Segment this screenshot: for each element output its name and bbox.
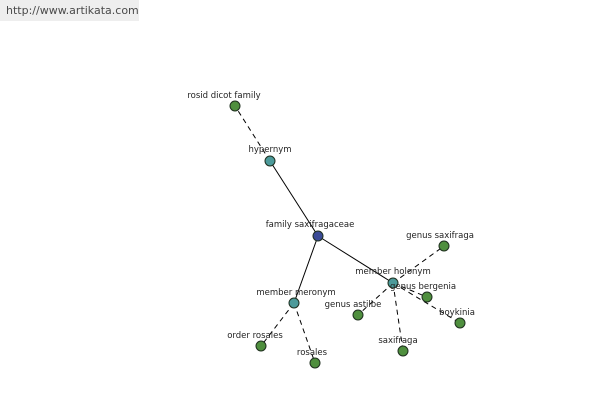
node-member-meronym[interactable]: member meronym (256, 288, 336, 309)
edge-member-meronym-to-rosales (293, 302, 316, 364)
node-genus-astilbe[interactable]: genus astilbe (325, 300, 382, 321)
nodes-layer: family saxifragaceae hypernym member holon… (187, 91, 475, 369)
edge-member-holonym-to-saxifraga (392, 282, 404, 352)
node-label-order-rosales: order rosales (227, 331, 283, 341)
node-label-genus-bergenia: genus bergenia (390, 282, 456, 292)
node-family-saxifragaceae[interactable]: family saxifragaceae (266, 220, 355, 242)
node-order-rosales[interactable]: order rosales (227, 331, 283, 352)
node-circle-family-saxifragaceae[interactable] (312, 230, 324, 242)
node-label-hypernym: hypernym (248, 145, 291, 155)
watermark-url: http://www.artikata.com (0, 0, 139, 21)
node-hypernym[interactable]: hypernym (248, 145, 292, 167)
node-label-boykinia: boykinia (439, 308, 475, 318)
node-circle-member-meronym[interactable] (288, 297, 300, 309)
node-genus-saxifraga[interactable]: genus saxifraga (406, 231, 474, 252)
node-genus-bergenia[interactable]: genus bergenia (390, 282, 456, 303)
node-label-saxifraga: saxifraga (378, 336, 417, 346)
node-circle-genus-bergenia[interactable] (421, 291, 433, 303)
edge-family-saxifragaceae-to-member-meronym (293, 235, 319, 304)
node-label-genus-saxifraga: genus saxifraga (406, 231, 474, 241)
node-member-holonym[interactable]: member holonym (355, 267, 431, 289)
node-circle-rosales[interactable] (309, 357, 321, 369)
edge-member-holonym-to-genus-astilbe (357, 282, 394, 316)
node-rosales[interactable]: rosales (297, 348, 328, 369)
edges-layer (234, 105, 461, 364)
edge-hypernym-to-rosid-dicot-family (234, 105, 271, 162)
node-saxifraga[interactable]: saxifraga (378, 336, 418, 357)
edge-member-meronym-to-order-rosales (260, 302, 295, 347)
node-circle-rosid-dicot-family[interactable] (229, 100, 241, 112)
node-label-rosales: rosales (297, 348, 328, 358)
node-circle-boykinia[interactable] (454, 317, 466, 329)
node-label-genus-astilbe: genus astilbe (325, 300, 382, 310)
node-circle-order-rosales[interactable] (255, 340, 267, 352)
node-label-member-meronym: member meronym (256, 288, 335, 298)
node-circle-genus-astilbe[interactable] (352, 309, 364, 321)
edge-family-saxifragaceae-to-member-holonym (317, 235, 394, 284)
node-boykinia[interactable]: boykinia (439, 308, 475, 329)
edge-member-holonym-to-genus-saxifraga (392, 245, 445, 284)
node-circle-member-holonym[interactable] (387, 277, 399, 289)
edge-family-saxifragaceae-to-hypernym (269, 160, 319, 237)
edge-member-holonym-to-genus-bergenia (392, 282, 428, 298)
edge-member-holonym-to-boykinia (392, 282, 461, 324)
node-label-family-saxifragaceae: family saxifragaceae (266, 220, 355, 230)
node-label-rosid-dicot-family: rosid dicot family (187, 91, 260, 101)
node-label-member-holonym: member holonym (355, 267, 430, 277)
node-circle-genus-saxifraga[interactable] (438, 240, 450, 252)
node-circle-hypernym[interactable] (264, 155, 276, 167)
node-rosid-dicot-family[interactable]: rosid dicot family (187, 91, 261, 112)
node-circle-saxifraga[interactable] (397, 345, 409, 357)
